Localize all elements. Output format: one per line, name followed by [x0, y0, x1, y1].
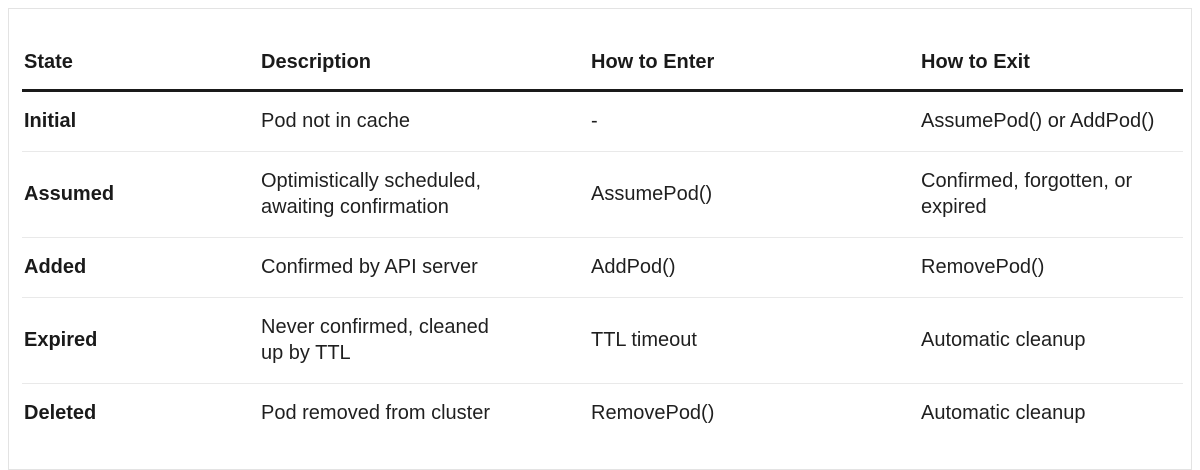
column-header-how-to-enter: How to Enter — [589, 9, 919, 92]
cell-state: Deleted — [24, 402, 97, 424]
column-header-how-to-exit: How to Exit — [919, 9, 1183, 92]
cell-state: Assumed — [22, 151, 259, 238]
cell-how-to-enter: AssumePod() — [589, 151, 919, 238]
cell-how-to-exit: Automatic cleanup — [919, 297, 1183, 384]
cell-description: Confirmed by API server — [259, 237, 589, 298]
cell-description: Never confirmed, cleaned up by TTL — [259, 297, 589, 384]
pod-state-table: State Description How to Enter How to Ex… — [22, 9, 1183, 443]
cell-how-to-enter: RemovePod() — [591, 402, 715, 424]
cell-how-to-exit: AssumePod() or AddPod() — [919, 90, 1183, 152]
cell-how-to-enter: - — [589, 90, 919, 152]
table-frame: State Description How to Enter How to Ex… — [8, 8, 1192, 470]
cell-how-to-enter: TTL timeout — [589, 297, 919, 384]
cell-how-to-enter: AddPod() — [589, 237, 919, 298]
column-header-description: Description — [259, 9, 589, 92]
cell-how-to-exit: Confirmed, forgotten, or expired — [919, 151, 1183, 238]
cell-how-to-exit: RemovePod() — [919, 237, 1183, 298]
table-row: Added Confirmed by API server AddPod() R… — [22, 237, 1183, 298]
cell-description: Pod removed from cluster — [261, 402, 490, 424]
cell-description: Pod not in cache — [259, 90, 589, 152]
cell-state: Initial — [22, 90, 259, 152]
header-row: State Description How to Enter How to Ex… — [22, 9, 1183, 92]
cell-state: Added — [22, 237, 259, 298]
column-header-state: State — [22, 9, 259, 92]
cell-state: Expired — [22, 297, 259, 384]
table-row: Initial Pod not in cache - AssumePod() o… — [22, 90, 1183, 152]
table-row: Deleted Pod removed from cluster RemoveP… — [22, 384, 1183, 444]
cell-how-to-exit: Automatic cleanup — [921, 402, 1086, 424]
cell-description: Optimistically scheduled, awaiting confi… — [259, 151, 589, 238]
table-row: Expired Never confirmed, cleaned up by T… — [22, 297, 1183, 384]
table-row: Assumed Optimistically scheduled, awaiti… — [22, 151, 1183, 238]
